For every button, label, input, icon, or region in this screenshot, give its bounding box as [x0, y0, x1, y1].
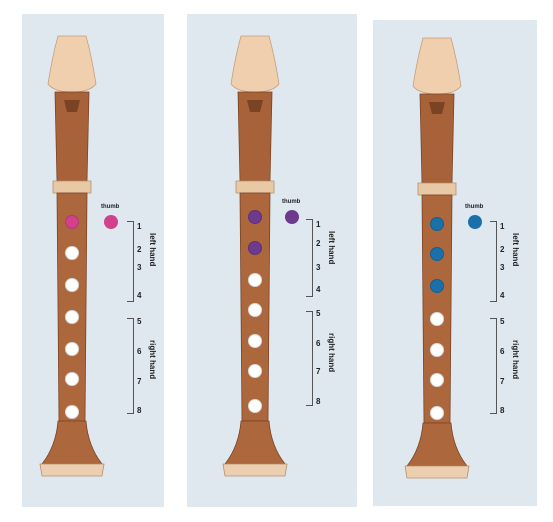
hole-number-label: 2 — [500, 245, 505, 254]
hole-number-label: 8 — [500, 406, 505, 415]
hole-number-label: 7 — [500, 377, 505, 386]
left-hand-bracket — [490, 221, 497, 302]
hole-number-label: 4 — [316, 285, 321, 294]
finger-hole — [430, 406, 444, 420]
finger-hole — [248, 364, 262, 378]
joint-ring — [235, 180, 275, 194]
foot-ring — [222, 463, 288, 477]
hole-number-label: 2 — [137, 245, 142, 254]
fingering-panel-1 — [22, 14, 164, 507]
hole-number-label: 8 — [316, 397, 321, 406]
finger-hole — [248, 399, 262, 413]
finger-hole — [65, 215, 79, 229]
hole-number-label: 6 — [137, 347, 142, 356]
joint-ring — [52, 180, 92, 194]
right-hand-bracket — [127, 318, 134, 414]
thumb-hole — [285, 210, 299, 224]
right-hand-bracket — [490, 318, 497, 414]
finger-hole — [65, 342, 79, 356]
hole-number-label: 2 — [316, 239, 321, 248]
finger-hole — [430, 247, 444, 261]
finger-hole — [430, 312, 444, 326]
finger-hole — [430, 373, 444, 387]
hole-number-label: 3 — [316, 263, 321, 272]
right-hand-label: right hand — [511, 340, 520, 380]
windway — [247, 100, 263, 112]
hole-number-label: 4 — [500, 291, 505, 300]
hole-number-label: 1 — [500, 222, 505, 231]
finger-hole — [65, 278, 79, 292]
hole-number-label: 1 — [137, 222, 142, 231]
hole-number-label: 8 — [137, 406, 142, 415]
finger-hole — [430, 217, 444, 231]
hole-number-label: 5 — [137, 317, 142, 326]
finger-hole — [430, 343, 444, 357]
finger-hole — [65, 246, 79, 260]
finger-hole — [248, 241, 262, 255]
windway — [64, 100, 80, 112]
hole-number-label: 7 — [316, 367, 321, 376]
thumb-hole — [468, 215, 482, 229]
finger-hole — [248, 334, 262, 348]
finger-hole — [65, 405, 79, 419]
hole-number-label: 6 — [500, 347, 505, 356]
hole-number-label: 1 — [316, 220, 321, 229]
foot-ring — [404, 465, 470, 479]
left-hand-bracket — [127, 221, 134, 302]
fingering-panel-3 — [373, 20, 537, 506]
finger-hole — [248, 303, 262, 317]
right-hand-bracket — [306, 311, 313, 406]
hole-number-label: 3 — [137, 263, 142, 272]
windway — [429, 102, 445, 114]
hole-number-label: 3 — [500, 263, 505, 272]
finger-hole — [248, 210, 262, 224]
thumb-hole — [104, 215, 118, 229]
hole-number-label: 7 — [137, 377, 142, 386]
joint-ring — [417, 182, 457, 196]
left-hand-bracket — [306, 219, 313, 297]
thumb-label: thumb — [101, 204, 120, 210]
mouthpiece — [412, 37, 462, 95]
thumb-label: thumb — [282, 199, 301, 205]
finger-hole — [65, 372, 79, 386]
hole-number-label: 5 — [316, 309, 321, 318]
finger-hole — [430, 279, 444, 293]
foot-ring — [39, 463, 105, 477]
finger-hole — [248, 273, 262, 287]
hole-number-label: 5 — [500, 317, 505, 326]
hole-number-label: 6 — [316, 339, 321, 348]
foot-joint — [406, 422, 468, 467]
left-hand-label: left hand — [511, 233, 520, 267]
hole-number-label: 4 — [137, 291, 142, 300]
finger-hole — [65, 310, 79, 324]
thumb-label: thumb — [465, 204, 484, 210]
